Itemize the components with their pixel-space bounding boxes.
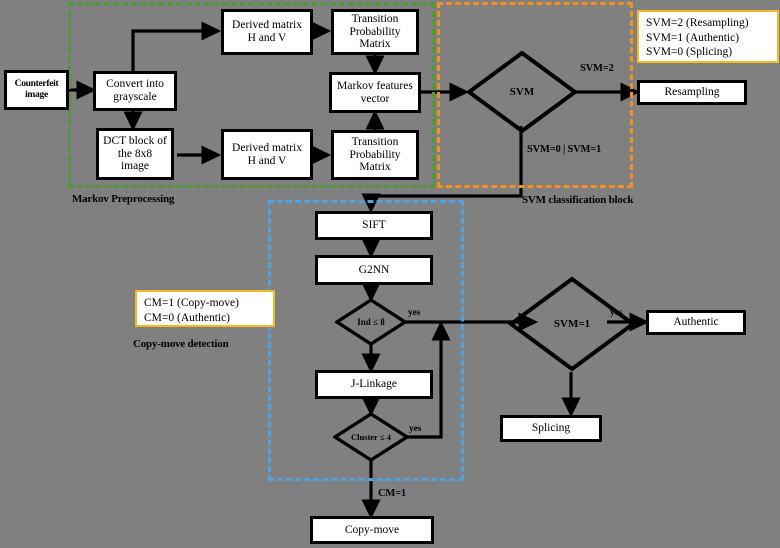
node-derived-matrix-top[interactable]: Derived matrix H and V	[221, 9, 313, 55]
node-derived-matrix-bottom[interactable]: Derived matrix H and V	[221, 129, 313, 180]
node-dct-block[interactable]: DCT block of the 8x8 image	[96, 128, 174, 180]
markov-preprocessing-region	[68, 2, 435, 188]
copy-move-region	[268, 200, 464, 481]
legend-svm-codes: SVM=2 (Resampling) SVM=1 (Authentic) SVM…	[637, 10, 779, 63]
node-convert-into-grayscale[interactable]: Convert into grayscale	[93, 71, 177, 111]
node-copy-move[interactable]: Copy-move	[310, 516, 434, 544]
decision-ind-threshold[interactable]: Ind ≤ 8	[335, 298, 407, 346]
node-transition-probability-matrix-top[interactable]: Transition Probability Matrix	[331, 9, 419, 55]
edge-label-svm-0-or-1: SVM=0 | SVM=1	[527, 144, 602, 155]
edge-label-cluster-yes: yes	[409, 424, 422, 434]
node-counterfeit-image[interactable]: Counterfeit image	[4, 70, 69, 110]
node-resampling[interactable]: Resampling	[637, 80, 747, 105]
node-transition-probability-matrix-bottom[interactable]: Transition Probability Matrix	[331, 130, 419, 180]
caption-svm-classification-block: SVM classification block	[522, 194, 634, 206]
decision-cluster-threshold[interactable]: Cluster ≤ 4	[333, 412, 409, 462]
caption-copy-move-detection: Copy-move detection	[133, 338, 229, 350]
node-g2nn[interactable]: G2NN	[315, 255, 433, 285]
svm-classification-region	[437, 2, 633, 188]
node-markov-features-vector[interactable]: Markov features vector	[329, 72, 421, 113]
node-sift[interactable]: SIFT	[315, 211, 433, 240]
node-j-linkage[interactable]: J-Linkage	[315, 370, 433, 399]
edge-label-svm1-yes: yes	[610, 308, 623, 318]
edge-label-ind-yes: yes	[408, 308, 421, 318]
caption-markov-preprocessing: Markov Preprocessing	[72, 193, 175, 205]
edge-label-svm-eq-2: SVM=2	[580, 63, 614, 74]
node-authentic[interactable]: Authentic	[646, 310, 746, 335]
legend-cm-codes: CM=1 (Copy-move) CM=0 (Authentic)	[135, 290, 275, 327]
node-splicing[interactable]: Splicing	[500, 415, 602, 442]
decision-svm-1[interactable]: SVM=1	[508, 276, 636, 372]
edge-label-cm-eq-1: CM=1	[378, 488, 406, 499]
decision-svm[interactable]: SVM	[466, 50, 578, 134]
